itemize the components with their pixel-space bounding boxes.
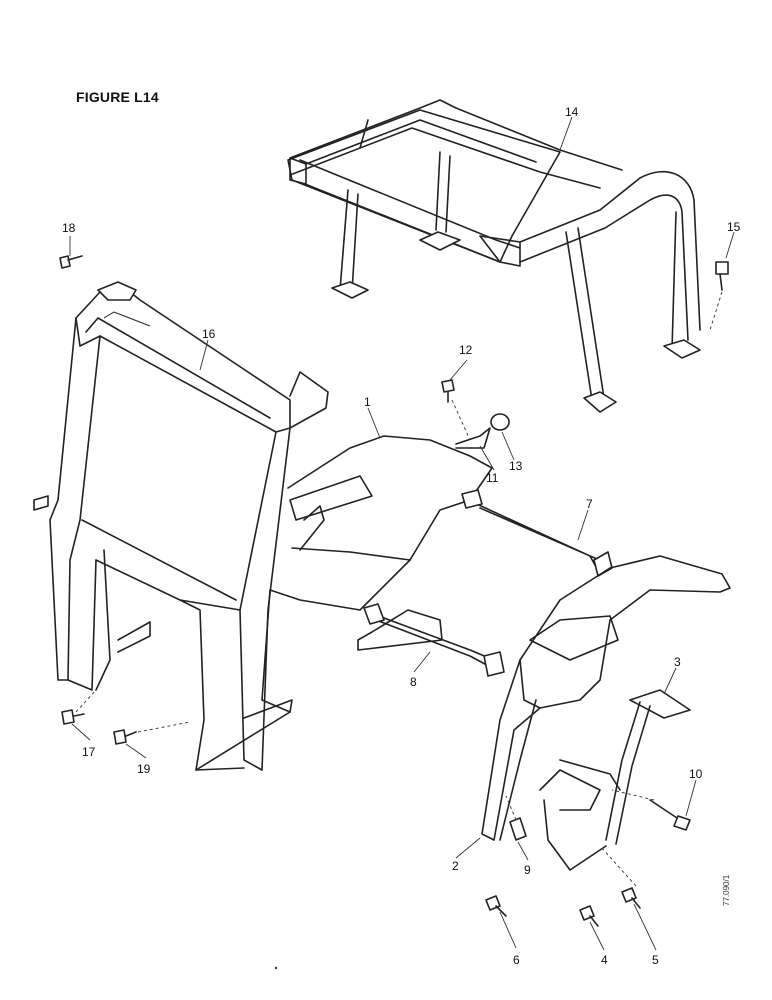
leader-lines xyxy=(69,116,735,951)
plate-part-9 xyxy=(509,817,527,841)
callout-17: 17 xyxy=(82,745,96,759)
drawing-reference-code: 77.090/1 xyxy=(722,874,731,906)
callout-9: 9 xyxy=(524,863,531,877)
callout-4: 4 xyxy=(601,953,608,967)
bracket-part-11 xyxy=(455,427,491,449)
bracket-part-3 xyxy=(539,689,691,871)
front-frame-part-16 xyxy=(33,281,329,771)
bolt-part-12 xyxy=(441,379,455,403)
fender-part-2 xyxy=(481,555,731,841)
rollover-frame-part-14 xyxy=(287,99,701,413)
bolt-part-5 xyxy=(621,887,641,909)
callout-15: 15 xyxy=(727,220,741,234)
bolt-part-10 xyxy=(649,799,691,831)
callout-labels: 1 2 3 4 5 6 7 8 9 10 11 12 13 14 15 16 1… xyxy=(62,105,741,967)
callout-5: 5 xyxy=(652,953,659,967)
print-speck xyxy=(274,966,278,970)
bolt-part-19 xyxy=(113,729,137,745)
callout-12: 12 xyxy=(459,343,473,357)
body-housing-part-1 xyxy=(261,435,493,713)
bolt-part-4 xyxy=(579,905,599,927)
callout-6: 6 xyxy=(513,953,520,967)
callout-16: 16 xyxy=(202,327,216,341)
callout-19: 19 xyxy=(137,762,151,776)
bolt-part-6 xyxy=(485,895,507,917)
callout-10: 10 xyxy=(689,767,703,781)
bolt-part-15 xyxy=(715,261,729,291)
lower-brace-part-8 xyxy=(363,603,505,677)
callout-1: 1 xyxy=(364,395,371,409)
figure-title: FIGURE L14 xyxy=(76,89,159,105)
callout-2: 2 xyxy=(452,859,459,873)
callout-8: 8 xyxy=(410,675,417,689)
bolt-part-17 xyxy=(61,709,85,725)
callout-14: 14 xyxy=(565,105,579,119)
callout-18: 18 xyxy=(62,221,76,235)
bolt-part-18 xyxy=(59,255,83,269)
callout-11: 11 xyxy=(486,471,499,485)
nut-part-13 xyxy=(490,413,510,431)
callout-13: 13 xyxy=(509,459,523,473)
callout-7: 7 xyxy=(586,497,593,511)
callout-3: 3 xyxy=(674,655,681,669)
